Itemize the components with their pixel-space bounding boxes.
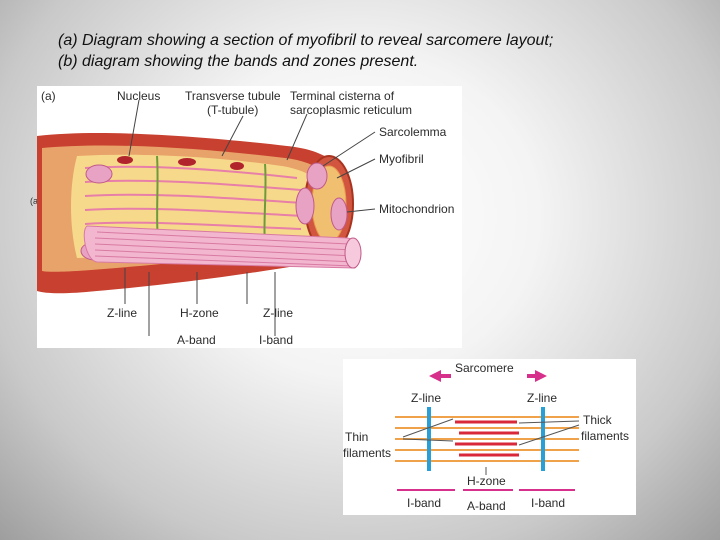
label-h-zone: H-zone	[180, 306, 219, 320]
label-myofibril: Myofibril	[379, 152, 424, 166]
label-thick: Thick	[583, 413, 613, 427]
mitochondrion	[306, 162, 328, 190]
leader-lines	[124, 99, 376, 336]
label-terminal-cisterna: Terminal cisterna of	[290, 89, 395, 103]
mitochondrion	[85, 164, 113, 184]
label-thin: Thin	[345, 430, 368, 444]
label-b-i-band-left: I-band	[407, 496, 441, 510]
myofibril-illustration: (a) Nucleus Transverse tubule (T-tubule)…	[37, 89, 454, 347]
sarcomere-illustration: Sarcomere	[343, 361, 629, 513]
label-b-z-line-left: Z-line	[411, 391, 441, 405]
sarcomere-arrow	[429, 365, 547, 382]
panel-a-tag: (a)	[41, 89, 56, 103]
label-thick-filaments: filaments	[581, 429, 629, 443]
label-a-band: A-band	[177, 333, 216, 347]
mitochondrion	[295, 187, 315, 225]
panel-a-myofibril-diagram: (a) Nucleus Transverse tubule (T-tubule)…	[37, 86, 462, 348]
label-sarcoplasmic-reticulum: sarcoplasmic reticulum	[290, 103, 412, 117]
b-leader-lines	[402, 418, 580, 475]
label-b-a-band: A-band	[467, 499, 506, 513]
mitochondrion	[330, 197, 348, 231]
caption-line-a: (a) Diagram showing a section of myofibr…	[58, 32, 554, 49]
thick-filaments	[455, 420, 519, 457]
label-z-line-left: Z-line	[107, 306, 137, 320]
label-z-line-right: Z-line	[263, 306, 293, 320]
label-sarcolemma: Sarcolemma	[379, 125, 447, 139]
label-b-h-zone: H-zone	[467, 474, 506, 488]
myofibril-cylinder-stripes	[94, 231, 356, 267]
label-t-tubule: (T-tubule)	[207, 103, 258, 117]
label-nucleus: Nucleus	[117, 89, 160, 103]
label-b-i-band-right: I-band	[531, 496, 565, 510]
myofibril-cylinder-end	[344, 237, 362, 269]
side-panel-tag: (a)	[30, 196, 41, 206]
label-thin-filaments: filaments	[343, 446, 391, 460]
figure-caption: (a) Diagram showing a section of myofibr…	[58, 30, 678, 72]
label-mitochondrion: Mitochondrion	[379, 202, 454, 216]
label-transverse-tubule: Transverse tubule	[185, 89, 281, 103]
label-sarcomere: Sarcomere	[455, 361, 514, 375]
label-i-band: I-band	[259, 333, 293, 347]
caption-line-b: (b) diagram showing the bands and zones …	[58, 53, 419, 70]
label-b-z-line-right: Z-line	[527, 391, 557, 405]
panel-b-sarcomere-diagram: Sarcomere	[343, 359, 636, 515]
thin-filaments	[395, 416, 579, 462]
